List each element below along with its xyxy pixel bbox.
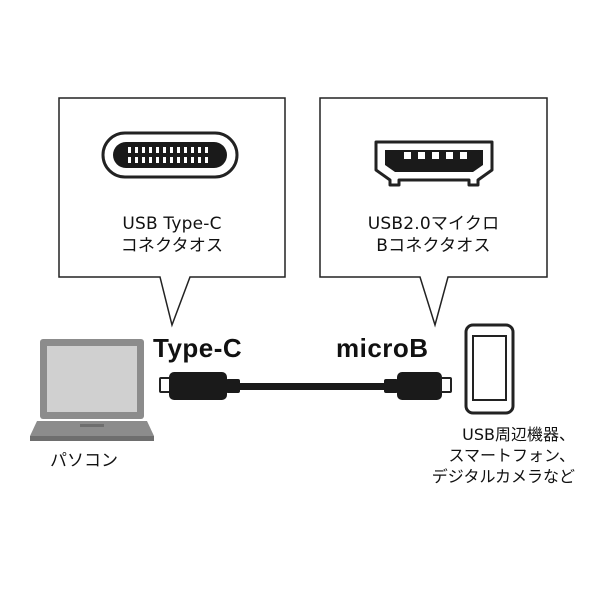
left-callout-line1: USB Type-C [122, 214, 222, 234]
peripheral-label-line1: USB周辺機器、 [462, 425, 575, 444]
type-c-end-label: Type-C [153, 333, 243, 363]
right-callout-line2: Bコネクタオス [376, 236, 491, 256]
peripheral-label: USB周辺機器、 スマートフォン、 デジタルカメラなど [380, 424, 575, 487]
peripheral-label-line3: デジタルカメラなど [431, 467, 575, 486]
right-callout-bubble [319, 97, 548, 328]
left-callout-text: USB Type-C コネクタオス [59, 213, 285, 257]
peripheral-label-line2: スマートフォン、 [448, 446, 575, 465]
micro-b-end-label: microB [336, 333, 429, 363]
usb-cable [159, 372, 452, 400]
laptop-icon [30, 339, 154, 441]
right-callout-text: USB2.0マイクロ Bコネクタオス [320, 213, 547, 257]
smartphone-icon [464, 323, 515, 415]
left-callout-line2: コネクタオス [120, 236, 224, 256]
right-callout-line1: USB2.0マイクロ [367, 214, 500, 234]
usb-micro-b-port-icon [374, 140, 494, 187]
pc-label: パソコン [50, 451, 118, 471]
usb-type-c-port-icon [101, 131, 239, 179]
